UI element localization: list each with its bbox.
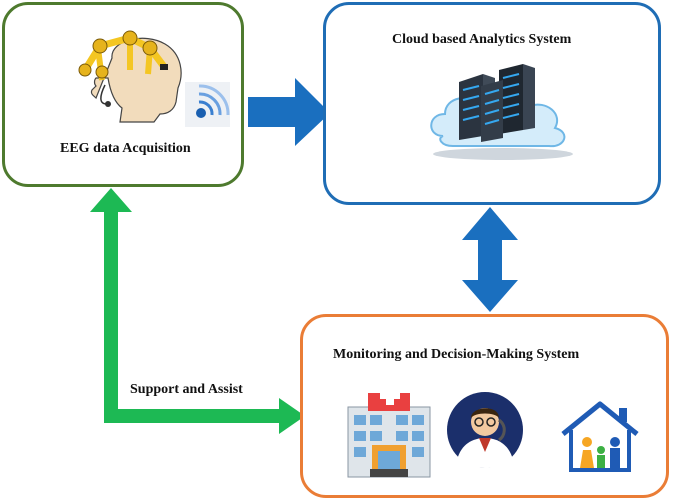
wireless-signal-icon [185, 82, 230, 127]
hospital-icon [340, 385, 435, 480]
monitoring-box-label: Monitoring and Decision-Making System [333, 347, 580, 362]
doctor-icon [447, 392, 523, 468]
arrow-eeg-to-cloud [248, 78, 330, 146]
cloud-box-label: Cloud based Analytics System [392, 32, 572, 47]
family-home-icon [561, 401, 639, 472]
eeg-box-label: EEG data Acquisition [60, 141, 191, 156]
support-assist-label: Support and Assist [130, 382, 243, 397]
cloud-server-icon [430, 64, 573, 160]
eeg-headset-icon [78, 30, 182, 123]
arrow-support-assist [90, 188, 305, 434]
arrow-cloud-monitoring [462, 207, 518, 312]
